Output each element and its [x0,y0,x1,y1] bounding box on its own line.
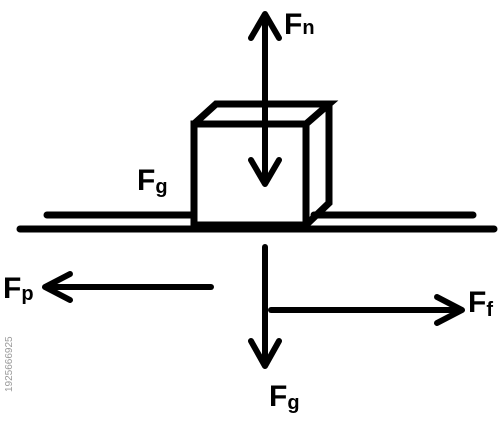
friction-force-label-sub: f [486,299,493,321]
normal-force-arrowhead [248,11,282,41]
normal-force-label: Fn [284,8,315,41]
gravity-on-block-arrowhead [248,157,282,187]
normal-force-label-sub: n [302,17,314,39]
block [190,100,339,229]
pushing-force-label-sub: p [21,283,33,305]
friction-force-label-main: F [468,286,486,319]
gravity-below-label-sub: g [287,392,299,414]
gravity-below-label: Fg [269,380,300,414]
gravity-on-block-label: Fg [137,164,168,198]
gravity-on-block-label-sub: g [155,176,167,198]
friction-force-label: Ff [468,286,493,321]
pushing-force-label: Fp [3,272,34,305]
normal-force-label-main: F [284,8,302,41]
block-top-face [191,100,339,127]
gravity-below-label-main: F [269,380,287,413]
block-side-face [303,104,333,228]
gravity-on-block-label-main: F [137,164,155,197]
pushing-force-arrowhead [42,271,73,303]
friction-force-arrowhead [434,294,465,326]
pushing-force-label-main: F [3,272,21,305]
gravity-below-arrowhead [248,338,282,369]
block-front-face [190,120,310,229]
watermark-id: 1925666925 [4,336,15,392]
